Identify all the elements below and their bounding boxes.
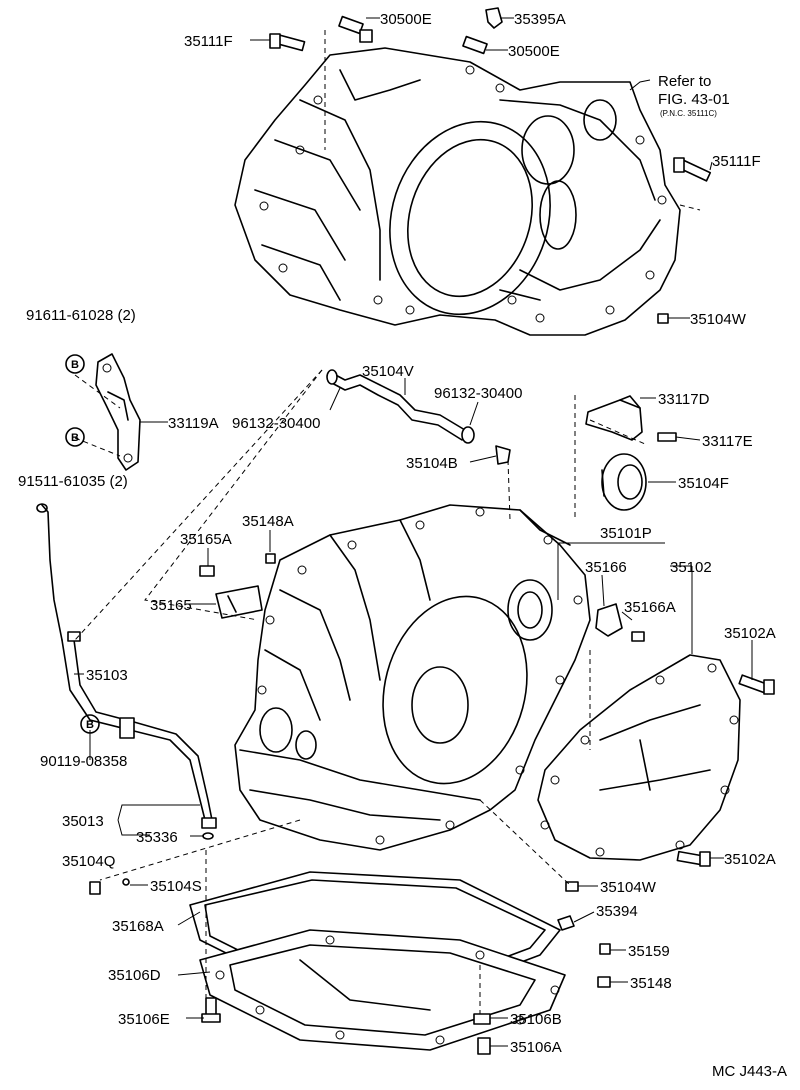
magnet-35159 [599, 943, 611, 955]
label-35148A: 35148A [242, 513, 294, 530]
label-35104V: 35104V [362, 363, 414, 380]
bolt-90119 [67, 631, 81, 642]
alignment-dashed-lines [74, 30, 701, 1014]
extension-housing-cover-35102 [537, 654, 741, 861]
label-35102A-bottom: 35102A [724, 851, 776, 868]
label-pnc-35111c: (P.N.C. 35111C) [660, 109, 717, 118]
label-33117D: 33117D [658, 391, 710, 408]
label-35104F: 35104F [678, 475, 729, 492]
label-96132-right: 96132-30400 [434, 385, 522, 402]
label-35103: 35103 [86, 667, 128, 684]
bolt-35102A-top [738, 674, 775, 695]
plate-35166 [595, 603, 623, 637]
label-35166A: 35166A [624, 599, 676, 616]
label-35168A: 35168A [112, 918, 164, 935]
transaxle-housing [234, 47, 681, 336]
label-fig-43-01: FIG. 43-01 [658, 91, 730, 108]
gauge-guide-tube-35103 [61, 639, 217, 829]
oil-seal-35104F [601, 453, 647, 511]
label-35159: 35159 [628, 943, 670, 960]
label-35104W-bottom: 35104W [600, 879, 657, 896]
bolt-35102A-bottom [676, 850, 711, 867]
label-35104W-top: 35104W [690, 311, 747, 328]
oil-pan-35106D [199, 929, 566, 1051]
label-35106E: 35106E [118, 1011, 170, 1028]
bolt-30500E-top [338, 15, 373, 43]
bracket-33117D [585, 395, 677, 442]
label-35013: 35013 [62, 813, 104, 830]
label-35104B: 35104B [406, 455, 458, 472]
label-35148: 35148 [630, 975, 672, 992]
bolt-35111F-top [269, 33, 306, 52]
label-30500E-mid: 30500E [508, 43, 560, 60]
part-labels: 30500E 35395A 35111F 30500E Refer to FIG… [18, 11, 787, 1080]
label-35106D: 35106D [108, 967, 161, 984]
tightening-badge-1: B [65, 354, 85, 374]
label-35111F-right: 35111F [712, 153, 761, 170]
label-35104S: 35104S [150, 878, 202, 895]
label-35102: 35102 [670, 559, 712, 576]
label-35165: 35165 [150, 597, 192, 614]
svg-text:B: B [71, 432, 79, 444]
label-35106B: 35106B [510, 1011, 562, 1028]
bracket-33119A [95, 353, 141, 471]
label-96132-left: 96132-30400 [232, 415, 320, 432]
label-figure-code: MC J443-A [712, 1063, 787, 1080]
label-35104Q: 35104Q [62, 853, 115, 870]
label-35111F-top: 35111F [184, 33, 233, 50]
breather-hose-35104V [326, 369, 511, 465]
bolt-35165A [199, 565, 215, 577]
o-ring-35104S [122, 878, 130, 886]
bolt-35166A [631, 631, 645, 642]
tightening-badge-2: B [65, 427, 85, 447]
label-35102A-top: 35102A [724, 625, 776, 642]
magnet-35394 [557, 915, 575, 931]
magnet-35148 [597, 976, 611, 988]
label-35165A: 35165A [180, 531, 232, 548]
label-35395A: 35395A [514, 11, 566, 28]
plug-35104W-top [657, 313, 669, 324]
tightening-badge-3: B [80, 714, 100, 734]
bolt-35106E [201, 997, 221, 1023]
plug-35148A [265, 553, 276, 564]
label-90119-08358: 90119-08358 [40, 753, 127, 770]
label-refer-to: Refer to [658, 73, 711, 90]
label-33119A: 33119A [168, 415, 219, 432]
label-35101P: 35101P [600, 525, 652, 542]
leader-lines [74, 17, 753, 1047]
label-35106A: 35106A [510, 1039, 562, 1056]
o-ring-35336 [202, 832, 214, 840]
label-33117E: 33117E [702, 433, 753, 450]
label-30500E-top: 30500E [380, 11, 432, 28]
label-91611-61028: 91611-61028 (2) [26, 307, 136, 324]
label-91511-61035: 91511-61035 (2) [18, 473, 128, 490]
transaxle-case [234, 504, 591, 851]
bolt-30500E-mid [462, 35, 488, 55]
label-35166: 35166 [585, 559, 627, 576]
svg-text:B: B [86, 719, 94, 731]
oil-level-gauge-35013 [36, 503, 63, 641]
plate-35165 [215, 585, 263, 619]
bolt-35104Q [89, 881, 101, 895]
label-35336: 35336 [136, 829, 178, 846]
bolt-35111F-right [673, 157, 712, 182]
label-35394: 35394 [596, 903, 638, 920]
clip-35395A [485, 7, 503, 29]
plug-35106B [473, 1013, 491, 1025]
plug-35106A [477, 1037, 491, 1055]
svg-text:B: B [71, 359, 79, 371]
